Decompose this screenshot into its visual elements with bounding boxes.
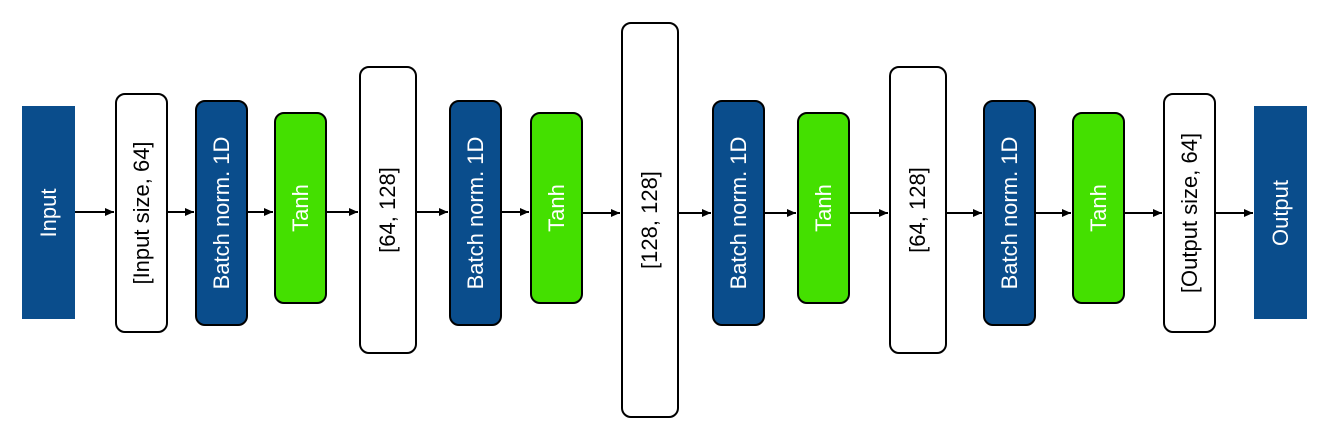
- linear-layer-input-64: [Input size, 64]: [115, 93, 168, 333]
- batch-norm-block-1: Batch norm. 1D: [195, 100, 248, 326]
- linear-layer-output-64: [Output size, 64]: [1163, 93, 1216, 333]
- tanh-block-1: Tanh: [274, 112, 327, 304]
- output-block: Output: [1254, 106, 1307, 319]
- batch-norm-block-2: Batch norm. 1D: [449, 100, 502, 326]
- tanh-block-4: Tanh: [1072, 112, 1125, 304]
- input-block: Input: [22, 106, 75, 319]
- batch-norm-block-3: Batch norm. 1D: [712, 100, 765, 326]
- batch-norm-block-4: Batch norm. 1D: [983, 100, 1036, 326]
- linear-layer-128-128: [128, 128]: [621, 22, 679, 418]
- linear-layer-64-128: [64, 128]: [359, 66, 417, 354]
- linear-layer-64-128-second: [64, 128]: [889, 66, 947, 354]
- tanh-block-2: Tanh: [530, 112, 583, 304]
- tanh-block-3: Tanh: [797, 112, 850, 304]
